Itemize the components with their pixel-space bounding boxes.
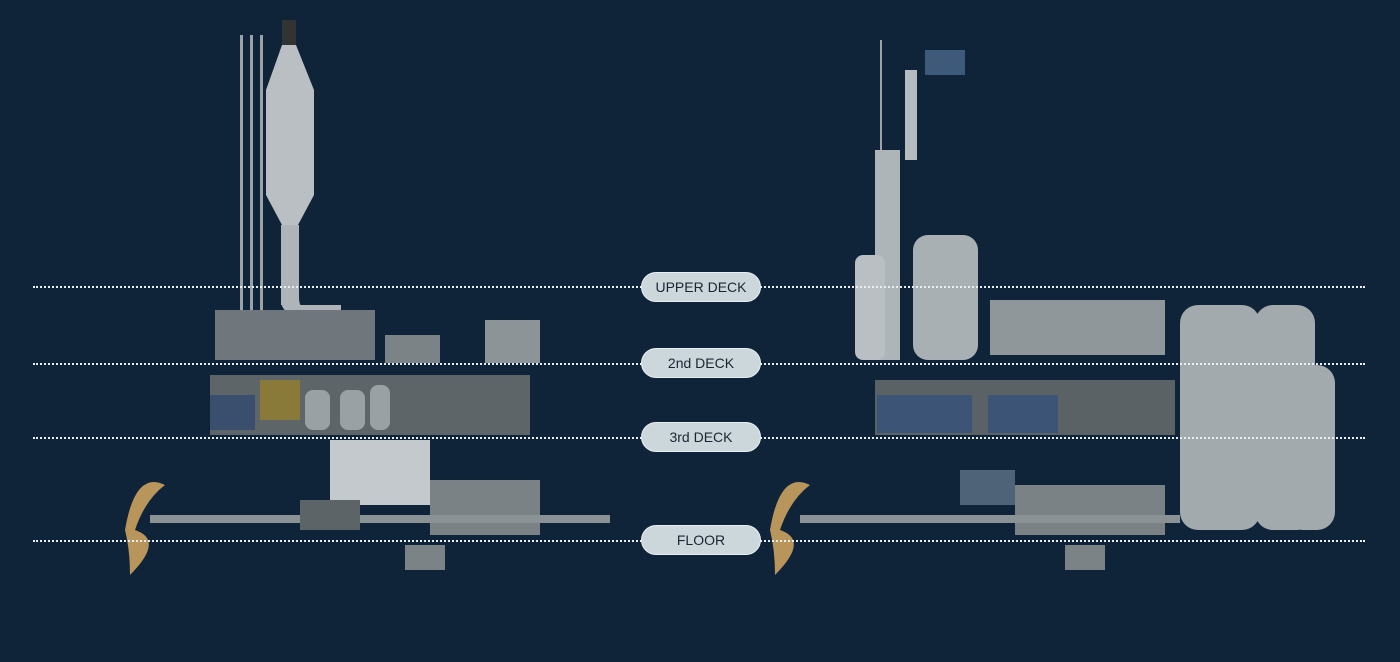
upper-deck-label: UPPER DECK	[641, 272, 761, 302]
floor-label: FLOOR	[641, 525, 761, 555]
left-engine-room	[125, 20, 610, 575]
propeller-right	[770, 482, 810, 575]
main-engine	[330, 440, 430, 505]
reactor-tank	[913, 235, 978, 360]
3rd-deck-label: 3rd DECK	[641, 422, 761, 452]
gas-tanks	[1180, 305, 1335, 530]
propeller-left	[125, 482, 165, 575]
2nd-deck-label: 2nd DECK	[641, 348, 761, 378]
exhaust-scrubber	[266, 45, 314, 225]
right-engine-room	[770, 40, 1335, 575]
